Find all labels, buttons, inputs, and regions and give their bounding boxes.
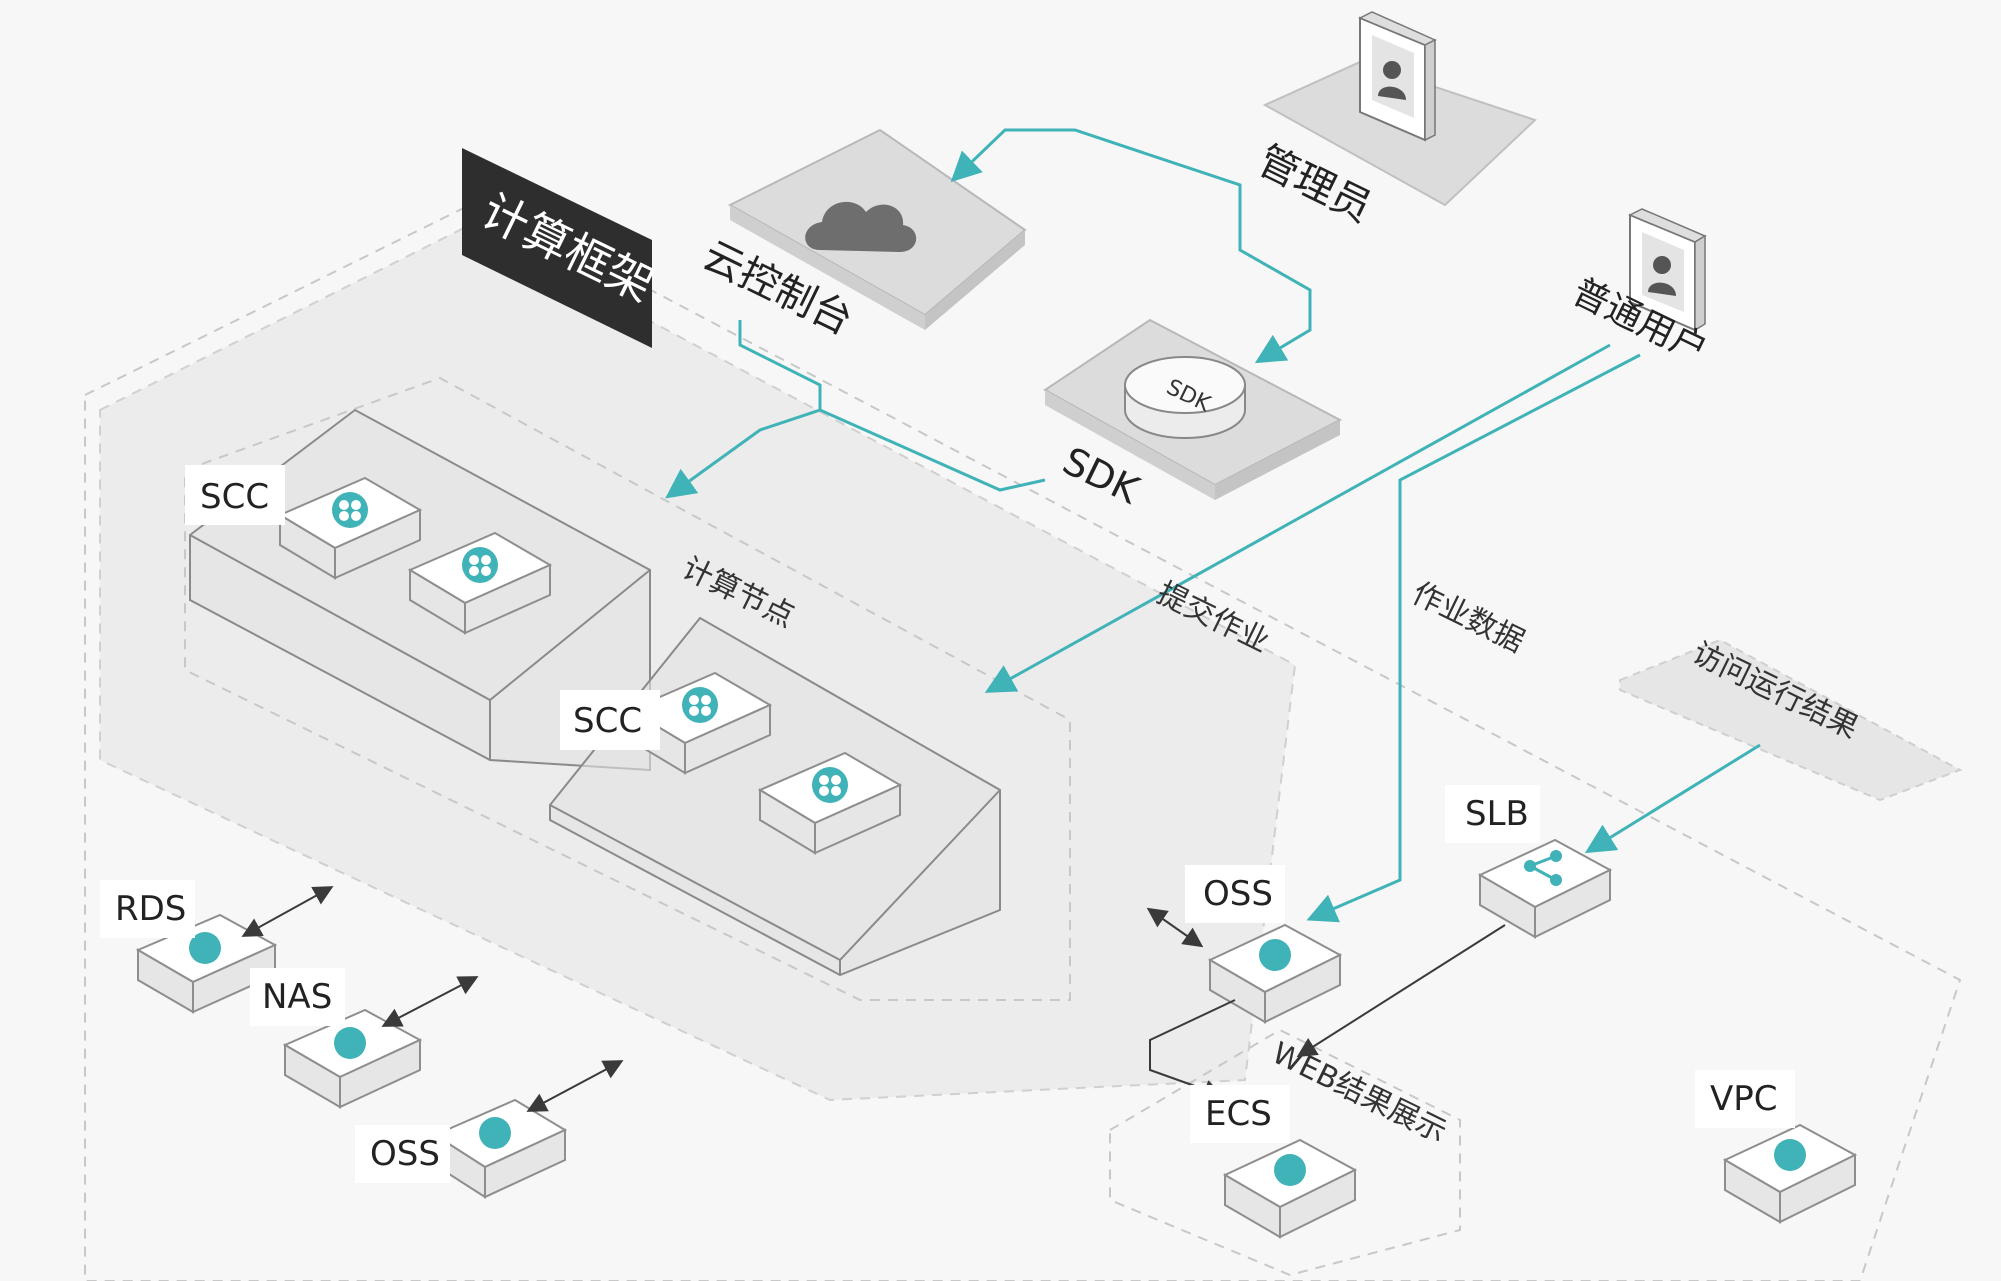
scc-node-2a	[627, 671, 773, 775]
rds-link	[241, 886, 334, 937]
admin-user-icon	[1358, 11, 1437, 142]
oss-left-node	[432, 1098, 568, 1199]
sdk-node: SDK SDK	[1043, 318, 1343, 513]
nas-label: NAS	[250, 968, 345, 1026]
oss-right-label: OSS	[1185, 865, 1285, 923]
scc-icon	[332, 492, 368, 528]
cloud-icon	[805, 201, 917, 252]
scc-icon	[812, 767, 848, 803]
slb-to-ecs-arrow	[1296, 924, 1506, 1058]
svg-text:SCC: SCC	[200, 477, 269, 517]
access-results-arrow	[1584, 743, 1761, 854]
oss-to-ecs-arrow	[1149, 999, 1236, 1100]
svg-text:RDS: RDS	[115, 889, 186, 929]
svg-text:SLB: SLB	[1465, 794, 1529, 834]
vpc-node	[1722, 1123, 1858, 1224]
oss-icon	[1259, 939, 1291, 971]
regular-user-icon	[1628, 208, 1707, 332]
admin-node: 管理员	[1251, 11, 1537, 232]
sdk-disk-icon: SDK	[1124, 356, 1246, 439]
outer-region-outline	[84, 198, 1962, 1281]
web-display-label: WEB结果展示	[1266, 1036, 1451, 1150]
scc-icon	[682, 687, 718, 723]
scc-node-2b	[757, 751, 903, 855]
ecs-node	[1222, 1138, 1358, 1239]
slb-node	[1477, 838, 1613, 939]
sdk-to-compute-line	[819, 408, 1046, 492]
submit-job-arrow	[984, 343, 1611, 693]
oss-left-label: OSS	[355, 1125, 450, 1183]
ecs-icon	[1274, 1154, 1306, 1186]
nas-link	[381, 976, 479, 1027]
svg-text:VPC: VPC	[1710, 1079, 1778, 1119]
ecs-label: ECS	[1190, 1085, 1290, 1143]
rds-node	[135, 913, 278, 1014]
rds-icon	[189, 932, 221, 964]
job-data-arrow	[1306, 353, 1641, 923]
oss-icon	[479, 1117, 511, 1149]
scc-label-2: SCC	[560, 690, 660, 750]
compute-nodes-region	[184, 376, 1071, 1001]
job-data-label: 作业数据	[1406, 576, 1529, 660]
nas-node	[282, 1008, 423, 1109]
web-display-region	[1109, 1028, 1461, 1277]
slb-label: SLB	[1445, 785, 1540, 843]
console-node: 云控制台	[696, 128, 1027, 344]
svg-text:OSS: OSS	[1203, 874, 1273, 914]
console-to-compute-arrow	[665, 320, 822, 499]
admin-to-sdk-arrow	[1238, 210, 1312, 364]
vpc-icon	[1774, 1139, 1806, 1171]
slb-icon	[1524, 850, 1562, 886]
nas-icon	[334, 1027, 366, 1059]
oss-right-node	[1207, 923, 1343, 1024]
svg-text:NAS: NAS	[262, 977, 332, 1017]
vpc-label: VPC	[1695, 1070, 1795, 1128]
scc-icon	[462, 547, 498, 583]
scc-node-1a	[277, 476, 423, 580]
admin-to-console-arrow	[950, 128, 1242, 210]
svg-text:ECS: ECS	[1205, 1094, 1272, 1134]
svg-text:SCC: SCC	[573, 701, 642, 741]
oss-right-link	[1146, 907, 1204, 948]
scc-label-1: SCC	[185, 465, 285, 525]
access-results-panel	[1619, 638, 1963, 802]
oss-left-link	[526, 1060, 624, 1112]
rds-label: RDS	[100, 880, 195, 938]
scc-node-1b	[407, 531, 553, 635]
svg-text:OSS: OSS	[370, 1134, 440, 1174]
user-node: 普通用户	[1566, 208, 1713, 371]
